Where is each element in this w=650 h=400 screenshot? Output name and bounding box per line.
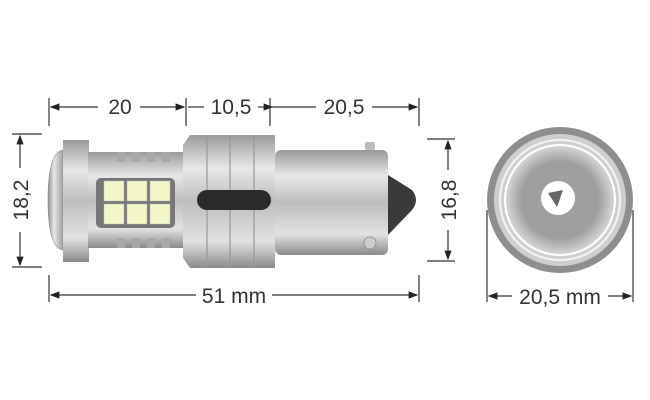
collar bbox=[63, 140, 89, 262]
base-pin bbox=[365, 142, 375, 150]
bayonet-base bbox=[275, 150, 388, 255]
dim-heatsink: 10,5 bbox=[211, 96, 252, 119]
dim-base: 20,5 bbox=[324, 96, 365, 119]
heatsink-slot bbox=[197, 190, 271, 210]
dim-base-diameter: 16,8 bbox=[438, 180, 461, 221]
dim-end-diameter: 20,5 mm bbox=[519, 286, 601, 309]
dim-total-length: 51 mm bbox=[202, 285, 266, 308]
bulb-end-view bbox=[487, 127, 633, 273]
base-pin-bottom bbox=[363, 236, 377, 250]
center-contact bbox=[548, 190, 563, 207]
dimension-lines bbox=[12, 98, 634, 302]
dim-head-diameter: 18,2 bbox=[10, 180, 33, 221]
fins-front bbox=[117, 152, 170, 248]
led-chips bbox=[103, 180, 171, 225]
contact-tip bbox=[388, 175, 416, 235]
bulb-side-view bbox=[47, 135, 416, 268]
lens-dome bbox=[47, 149, 64, 251]
dim-lens-section: 20 bbox=[108, 96, 131, 119]
